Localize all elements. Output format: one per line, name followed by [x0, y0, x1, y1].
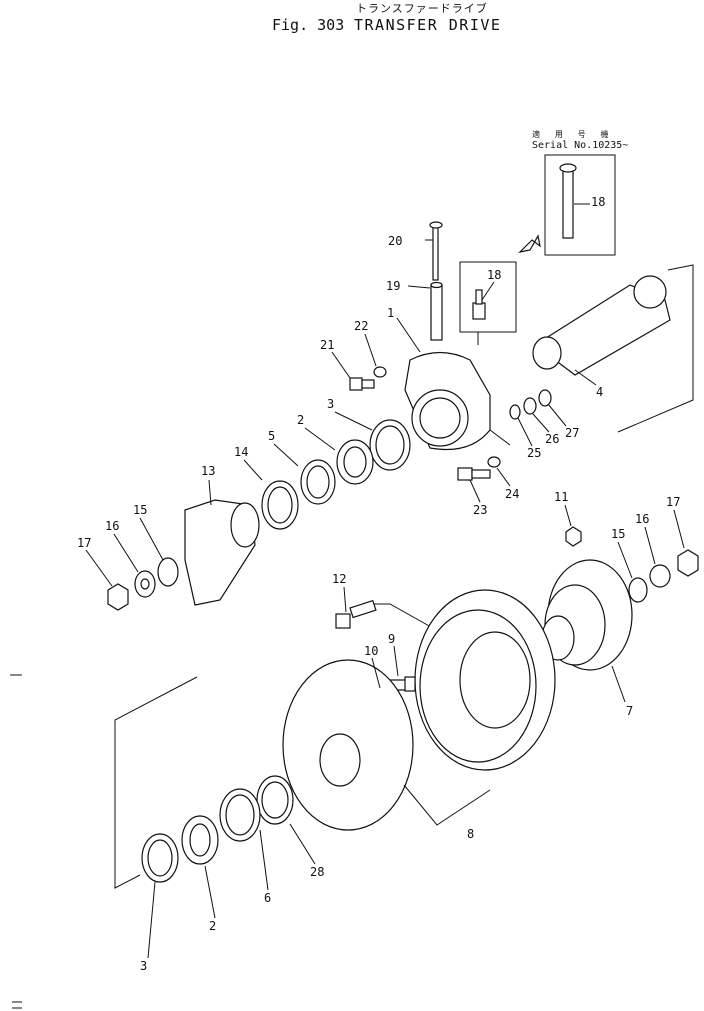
callout-2: 2	[297, 413, 304, 427]
callout-1: 1	[387, 306, 394, 320]
margin-marks	[10, 674, 22, 1009]
bolt-12	[335, 599, 441, 633]
serial-note: Serial No.10235~	[532, 140, 629, 151]
tube-19	[430, 281, 443, 341]
callout-22: 22	[354, 319, 368, 333]
serial-note-japanese: 適 用 号 機	[532, 130, 614, 139]
callout-26: 26	[545, 432, 559, 446]
callout-19: 19	[386, 279, 400, 293]
callout-13: 13	[201, 464, 215, 478]
callout-5: 5	[268, 429, 275, 443]
nut-11	[565, 526, 582, 547]
shaft-4	[532, 264, 694, 433]
callout-18: 18	[487, 268, 501, 282]
fasteners-left	[107, 557, 179, 611]
callout-12: 12	[332, 572, 346, 586]
callout-23: 23	[473, 503, 487, 517]
figure-title: TRANSFER DRIVE	[354, 16, 502, 34]
bolt-box	[459, 261, 517, 345]
callout-14: 14	[234, 445, 248, 459]
callout-17: 17	[77, 536, 91, 550]
yoke-13	[184, 499, 260, 606]
callout-15: 15	[133, 503, 147, 517]
bearing-lower	[114, 676, 294, 889]
callout-21: 21	[320, 338, 334, 352]
leader-lines	[85, 281, 685, 959]
callout-2: 2	[209, 919, 216, 933]
title-japanese: トランスファードライブ	[356, 2, 488, 15]
callout-20: 20	[388, 234, 402, 248]
callout-27: 27	[565, 426, 579, 440]
callout-7: 7	[626, 704, 633, 718]
callout-18: 18	[591, 195, 605, 209]
callout-3: 3	[327, 397, 334, 411]
disc-8	[282, 659, 491, 831]
bolt-23	[457, 456, 501, 481]
figure-number: Fig. 303	[272, 16, 345, 34]
washers-25-27	[509, 389, 552, 420]
callout-8: 8	[467, 827, 474, 841]
callout-16: 16	[105, 519, 119, 533]
callout-17: 17	[666, 495, 680, 509]
callout-6: 6	[264, 891, 271, 905]
bolt-21	[349, 366, 387, 391]
housing-1	[404, 351, 511, 451]
callout-9: 9	[388, 632, 395, 646]
callout-4: 4	[596, 385, 603, 399]
callout-16: 16	[635, 512, 649, 526]
bearing-upper	[261, 419, 411, 530]
pin-20	[425, 221, 443, 281]
callout-3: 3	[140, 959, 147, 973]
callout-24: 24	[505, 487, 519, 501]
callout-15: 15	[611, 527, 625, 541]
callout-11: 11	[554, 490, 568, 504]
fasteners-right	[628, 549, 699, 603]
callout-10: 10	[364, 644, 378, 658]
drum-8	[414, 589, 556, 771]
callout-labels: 1 2 2 3 3 4 5 6 7 8 9 10 11 12 13 14 15 …	[77, 195, 680, 973]
callout-25: 25	[527, 446, 541, 460]
callout-28: 28	[310, 865, 324, 879]
arrow-icon	[518, 234, 541, 253]
serial-box	[544, 154, 616, 256]
flange-7	[541, 559, 633, 671]
